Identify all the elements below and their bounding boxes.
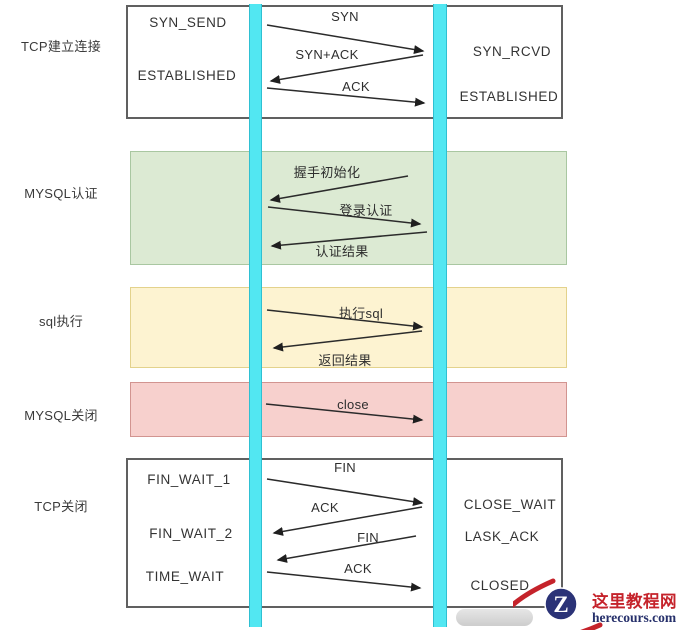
message-label: 认证结果	[315, 244, 369, 259]
message-label: FIN	[334, 460, 356, 475]
state-label: CLOSE_WAIT	[463, 497, 557, 512]
state-label: FIN_WAIT_2	[149, 526, 233, 541]
state-label: ESTABLISHED	[137, 68, 237, 83]
message-label: SYN+ACK	[295, 47, 359, 62]
watermark-smudge	[456, 609, 533, 626]
section-label-mysql-auth: MYSQL认证	[24, 186, 98, 201]
message-label: 登录认证	[339, 203, 393, 218]
watermark-site-name: 这里教程网	[592, 593, 676, 611]
state-label: CLOSED	[470, 578, 530, 593]
section-label-tcp-open: TCP建立连接	[20, 39, 102, 54]
section-label-mysql-close: MYSQL关闭	[24, 408, 98, 423]
state-label: SYN_SEND	[149, 15, 227, 30]
logo-letter: Z	[553, 592, 568, 617]
state-label: ESTABLISHED	[459, 89, 559, 104]
message-label: SYN	[331, 9, 359, 24]
state-label: LASK_ACK	[464, 529, 540, 544]
message-label: close	[337, 397, 369, 412]
message-label: 执行sql	[338, 306, 384, 321]
state-label: SYN_RCVD	[472, 44, 552, 59]
client-lifeline	[249, 4, 262, 627]
message-label: ACK	[342, 79, 370, 94]
message-label: 返回结果	[318, 353, 372, 368]
message-label: FIN	[357, 530, 379, 545]
watermark-logo: Z	[513, 578, 603, 630]
message-label: 握手初始化	[293, 165, 361, 180]
message-label: ACK	[311, 500, 339, 515]
server-lifeline	[433, 4, 447, 627]
logo-swoosh	[513, 578, 603, 630]
section-label-tcp-close: TCP关闭	[34, 499, 88, 514]
state-label: FIN_WAIT_1	[147, 472, 231, 487]
section-label-sql-exec: sql执行	[38, 314, 84, 329]
watermark-site-url: herecours.com	[592, 610, 676, 625]
state-label: TIME_WAIT	[145, 569, 225, 584]
logo-circle	[544, 587, 578, 621]
message-label: ACK	[344, 561, 372, 576]
